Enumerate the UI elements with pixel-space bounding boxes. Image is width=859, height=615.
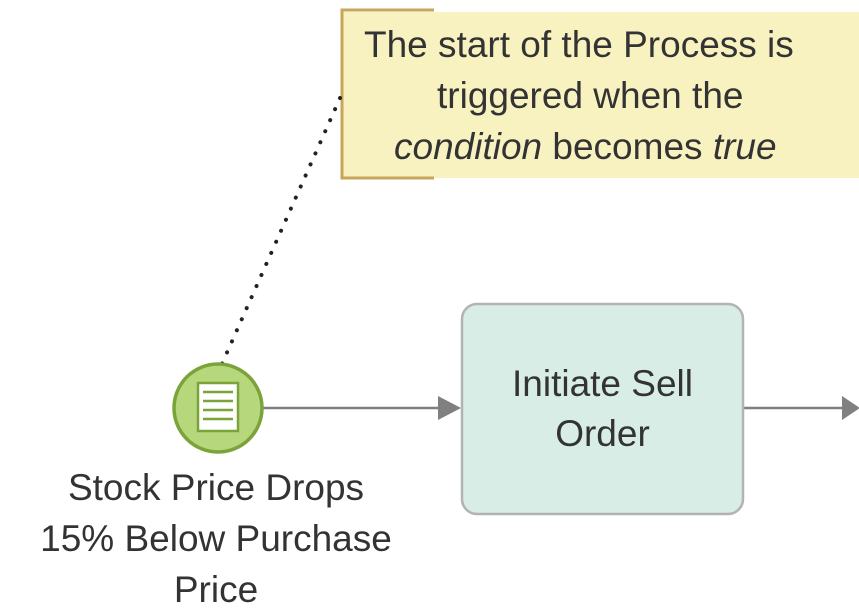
annotation-condition-word: condition (394, 125, 543, 167)
task-label-line-1: Initiate Sell (512, 363, 693, 404)
arrowhead-event-to-task (438, 396, 461, 420)
annotation-line-3: condition becomes true (342, 121, 777, 172)
start-event-label-line-2: 15% Below Purchase (40, 518, 392, 559)
start-event-label-line-3: Price (173, 569, 259, 610)
conditional-document-icon (196, 381, 240, 433)
start-event-label: Stock Price Drops 15% Below Purchase Pri… (0, 462, 432, 615)
association-connector (219, 96, 342, 368)
annotation-line-2: triggered when the (437, 74, 744, 116)
annotation-true-word: true (712, 125, 777, 167)
annotation-background (342, 12, 859, 178)
task-label-line-2: Order (555, 413, 650, 454)
annotation-line-1: The start of the Process is (364, 23, 794, 65)
arrowhead-task-to-next (842, 396, 859, 420)
annotation-bracket (340, 8, 434, 180)
annotation-text: The start of the Process is triggered wh… (342, 12, 859, 178)
start-event-label-line-1: Stock Price Drops (67, 467, 365, 508)
start-event-conditional[interactable] (172, 362, 264, 454)
annotation-becomes-word: becomes (542, 125, 713, 167)
task-label: Initiate Sell Order (462, 304, 743, 514)
task-initiate-sell-order[interactable] (460, 302, 745, 516)
